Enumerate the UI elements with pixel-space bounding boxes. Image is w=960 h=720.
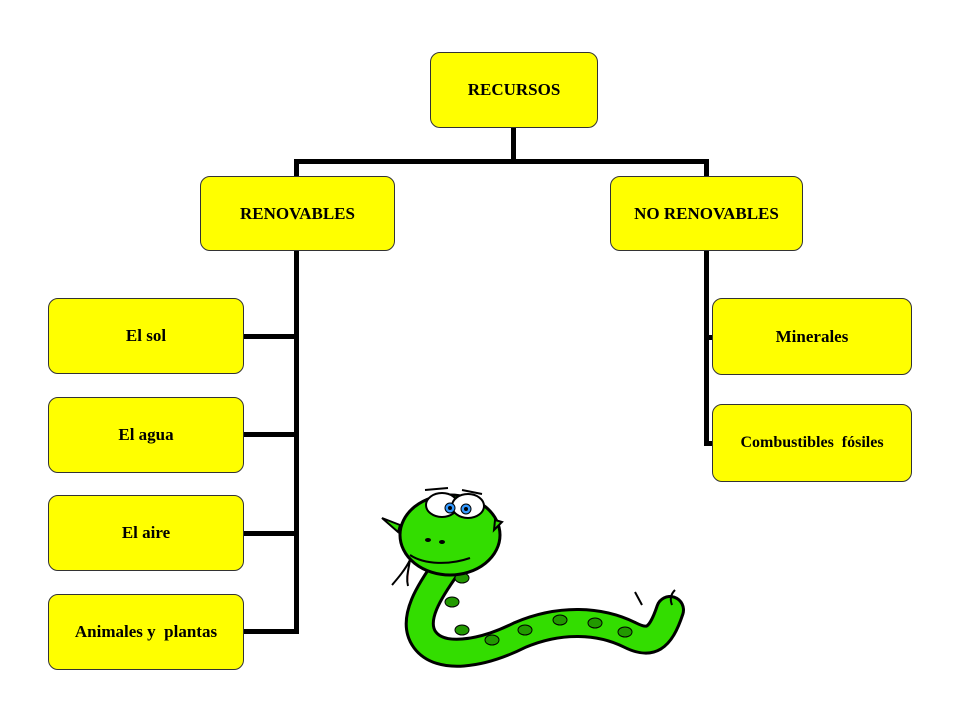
branch-el-sol [243, 334, 299, 339]
renewable-item-animales: Animales y plantas [48, 594, 244, 670]
non-renewables-spine [704, 250, 709, 446]
renewables-spine [294, 250, 299, 634]
renewable-item-label: El agua [118, 425, 174, 444]
branch-minerales [704, 335, 716, 340]
renewable-item-sol: El sol [48, 298, 244, 374]
renewable-item-agua: El agua [48, 397, 244, 473]
snake-cartoon-icon [381, 487, 685, 668]
branch-animales [243, 629, 299, 634]
non-renewable-item-label: Combustibles fósiles [740, 434, 884, 451]
non-renewables-label: NO RENOVABLES [634, 203, 779, 223]
non-renewable-item-minerales: Minerales [712, 298, 912, 375]
branch-el-aire [243, 531, 299, 536]
connector-to-non-renewables [704, 159, 709, 177]
non-renewables-node: NO RENOVABLES [610, 176, 803, 251]
connector-horizontal [294, 159, 709, 164]
renewable-item-label: El sol [125, 326, 167, 345]
branch-el-agua [243, 432, 299, 437]
renewable-item-label: El aire [121, 523, 171, 542]
branch-combustibles [704, 441, 716, 446]
root-label: RECURSOS [467, 80, 561, 99]
root-node: RECURSOS [430, 52, 598, 128]
renewable-item-label: Animales y plantas [74, 622, 218, 641]
non-renewable-item-combustibles: Combustibles fósiles [712, 404, 912, 482]
connector-to-renewables [294, 159, 299, 177]
connector-root-down [511, 127, 516, 163]
renewable-item-aire: El aire [48, 495, 244, 571]
renewables-node: RENOVABLES [200, 176, 395, 251]
non-renewable-item-label: Minerales [775, 326, 849, 346]
renewables-label: RENOVABLES [240, 203, 355, 223]
